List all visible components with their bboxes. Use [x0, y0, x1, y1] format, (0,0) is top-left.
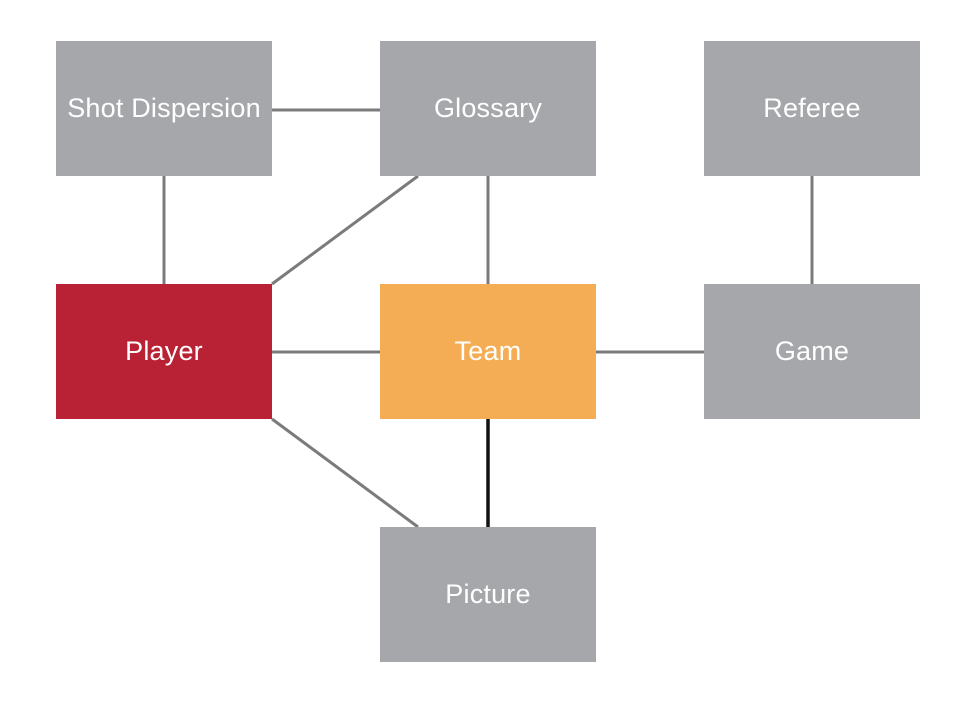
node-player: Player: [56, 284, 272, 419]
node-shot-dispersion: Shot Dispersion: [56, 41, 272, 176]
edge-player-picture: [271, 417, 419, 529]
node-referee: Referee: [704, 41, 920, 176]
node-referee-label: Referee: [763, 93, 861, 123]
node-shot-dispersion-label: Shot Dispersion: [67, 93, 261, 123]
node-glossary: Glossary: [380, 41, 596, 176]
node-game-label: Game: [774, 336, 850, 366]
node-picture: Picture: [380, 527, 596, 662]
node-team: Team: [380, 284, 596, 419]
edge-glossary-player: [271, 174, 419, 286]
node-glossary-label: Glossary: [433, 93, 543, 123]
node-picture-label: Picture: [445, 579, 531, 609]
node-player-label: Player: [125, 336, 203, 366]
node-game: Game: [704, 284, 920, 419]
node-team-label: Team: [454, 336, 522, 366]
